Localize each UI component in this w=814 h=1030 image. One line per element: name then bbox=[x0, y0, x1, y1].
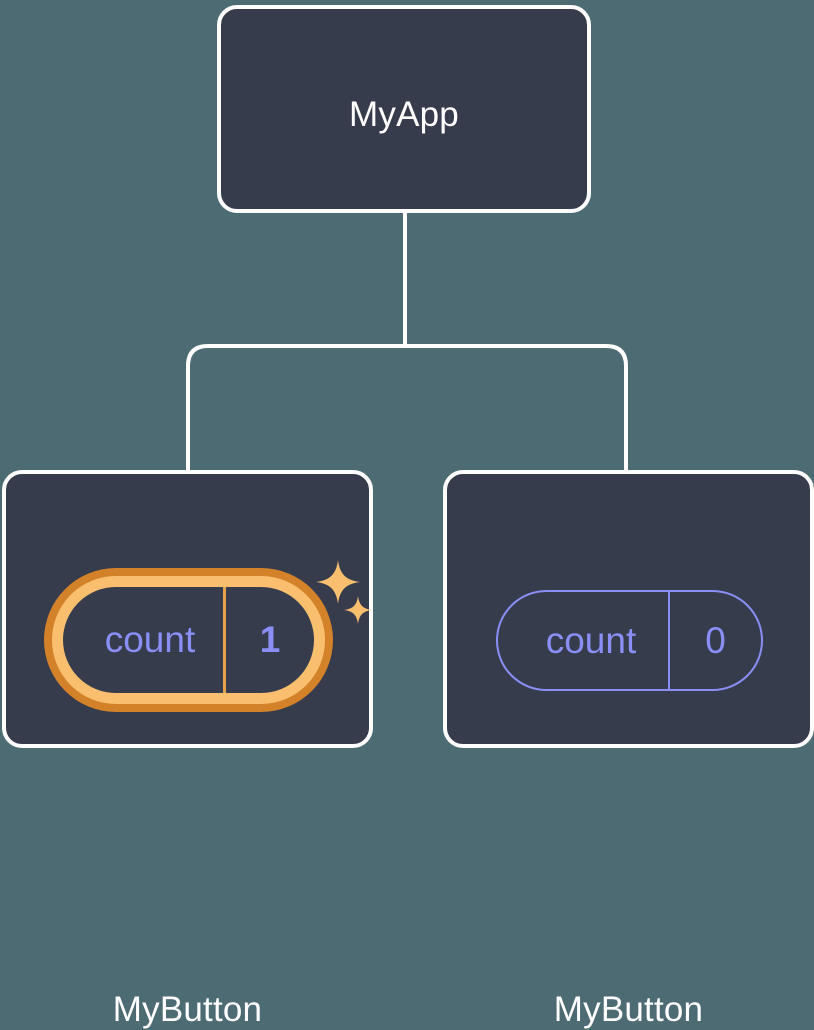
node-mybutton-right-label: MyButton bbox=[553, 990, 704, 1029]
state-pill-left-core: count 1 bbox=[63, 587, 314, 693]
state-pill-right[interactable]: count 0 bbox=[496, 590, 763, 691]
node-mybutton-left-label: MyButton bbox=[112, 990, 263, 1029]
node-myapp-label: MyApp bbox=[349, 95, 459, 134]
state-pill-left-value: 1 bbox=[223, 587, 314, 693]
edge-bus-horizontal bbox=[186, 344, 628, 472]
state-pill-left-inner-ring: count 1 bbox=[52, 576, 325, 704]
state-pill-right-key: count bbox=[545, 619, 637, 661]
state-pill-left-key: count bbox=[104, 619, 196, 660]
state-pill-right-value: 0 bbox=[668, 592, 761, 689]
diagram-canvas: MyApp MyButton count 1 MyButton count 0 bbox=[2, 5, 814, 1029]
state-pill-left-highlighted[interactable]: count 1 bbox=[44, 568, 333, 712]
node-myapp[interactable]: MyApp bbox=[217, 5, 591, 213]
